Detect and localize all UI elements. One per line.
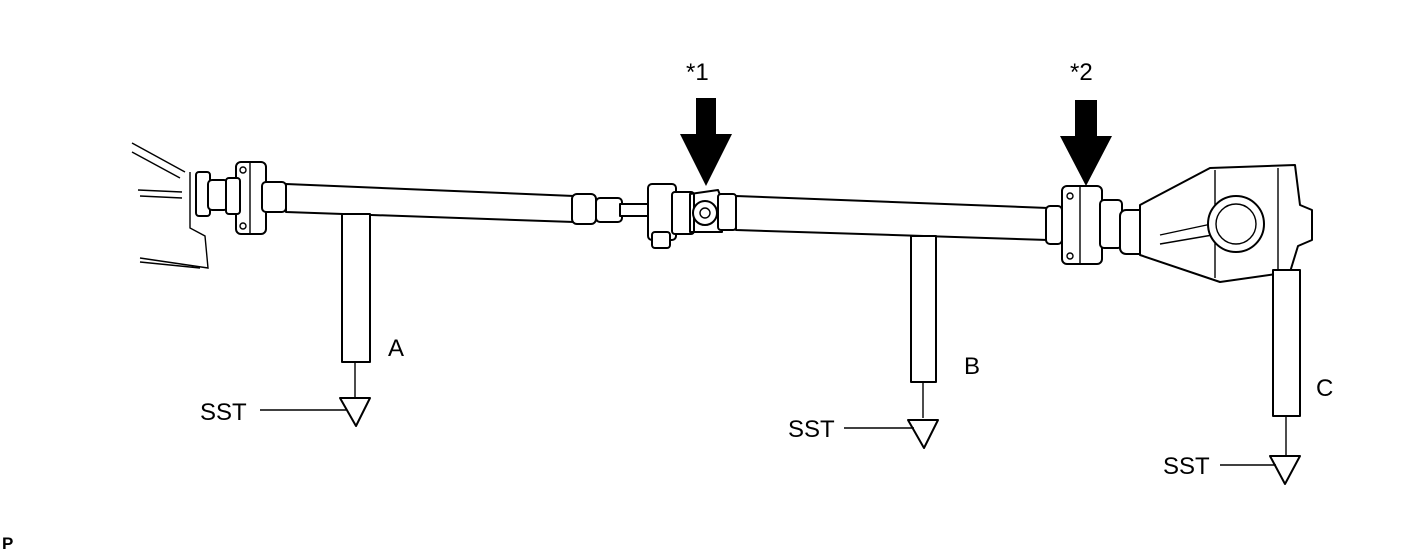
measure-point-c-label: C	[1316, 375, 1333, 402]
measure-point-b-label: B	[964, 353, 980, 380]
rear-shaft-tube	[735, 195, 1063, 245]
front-shaft-tube	[285, 183, 651, 225]
dial-indicator-a	[260, 213, 371, 427]
arrow-2	[1060, 100, 1112, 186]
callout-1-label: *1	[686, 59, 709, 86]
differential-housing	[1119, 164, 1313, 283]
callout-2-label: *2	[1070, 59, 1093, 86]
arrow-1	[680, 98, 732, 186]
front-flange	[195, 161, 287, 235]
corner-label: P	[2, 534, 14, 553]
transmission-housing	[131, 142, 209, 269]
sst-label-b: SST	[788, 416, 835, 443]
dial-indicator-b	[844, 235, 939, 449]
sst-label-c: SST	[1163, 453, 1210, 480]
center-universal-joint	[647, 183, 737, 249]
measure-point-a-label: A	[388, 335, 404, 362]
rear-flange	[1061, 185, 1123, 265]
sst-label-a: SST	[200, 399, 247, 426]
dial-indicator-c	[1220, 269, 1301, 485]
